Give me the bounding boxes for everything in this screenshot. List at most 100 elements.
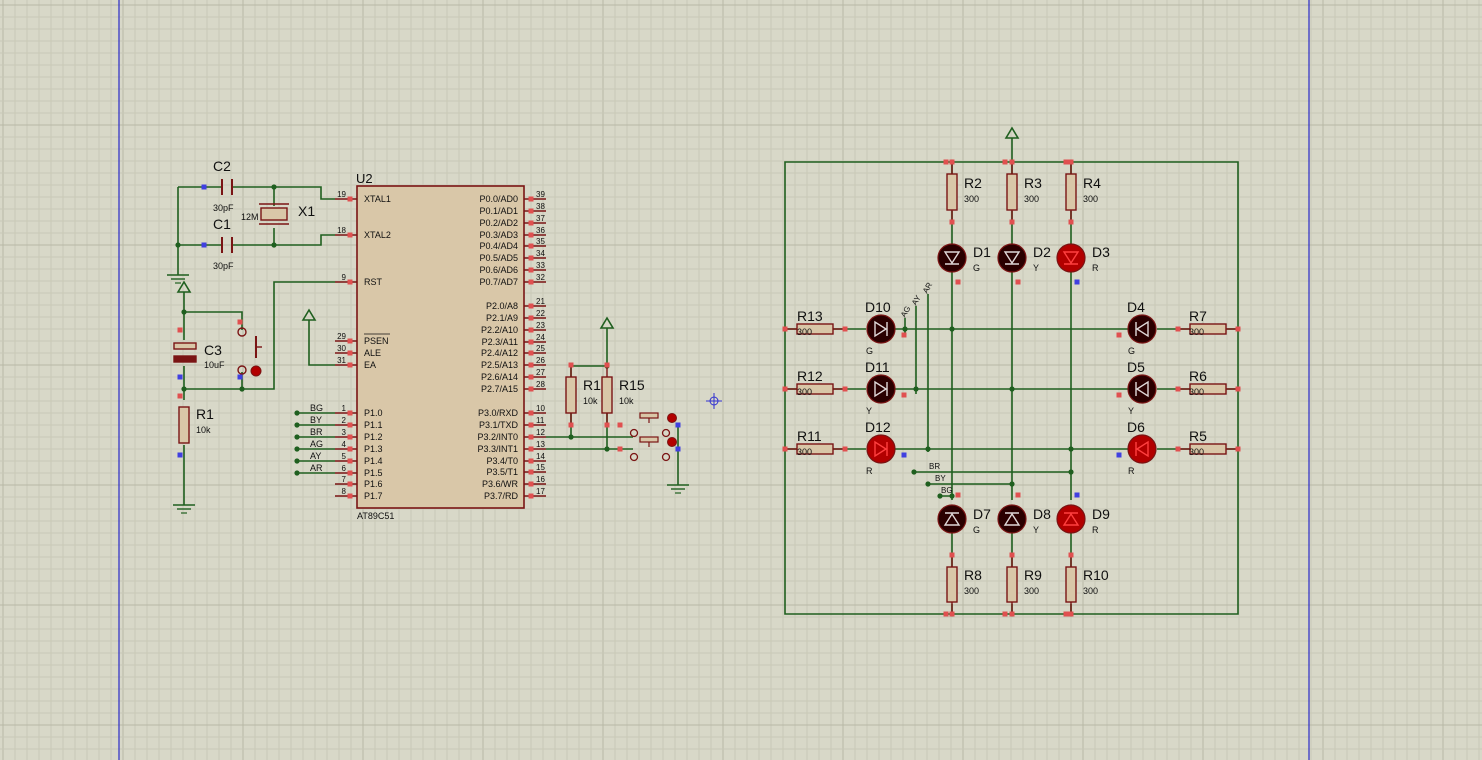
pin-name: P2.3/A11 — [482, 337, 518, 347]
pin-number: 30 — [337, 344, 346, 353]
pin-number: 18 — [337, 226, 346, 235]
crystal-ref: X1 — [298, 203, 315, 219]
pin-number: 5 — [342, 452, 347, 461]
resistor-value: 300 — [964, 586, 979, 596]
capacitor-ref: C2 — [213, 158, 231, 174]
pin-number: 27 — [536, 368, 545, 377]
pin-number: 38 — [536, 202, 545, 211]
pin-name: P3.4/T0 — [486, 456, 518, 466]
pin-number: 2 — [342, 416, 347, 425]
pin-name: P1.0 — [364, 408, 383, 418]
pin-name: P0.1/AD1 — [479, 206, 518, 216]
crystal-x1: X1 12M — [241, 203, 315, 225]
led-color-label: Y — [866, 406, 872, 416]
resistor-ref: R5 — [1189, 428, 1207, 444]
pin-number: 28 — [536, 380, 545, 389]
ground-icon — [167, 274, 189, 284]
mcu-ref: U2 — [356, 171, 373, 186]
pin-name: P2.2/A10 — [481, 325, 518, 335]
pin-name: P0.5/AD5 — [479, 253, 518, 263]
pin-name: P2.1/A9 — [486, 313, 518, 323]
led-ref: D6 — [1127, 419, 1145, 435]
pin-number: 17 — [536, 487, 545, 496]
resistor-value: 300 — [1024, 194, 1039, 204]
led-ref: D12 — [865, 419, 891, 435]
resistor-ref: R1 — [196, 406, 214, 422]
resistor-value: 300 — [1083, 194, 1098, 204]
resistor-value: 300 — [1189, 327, 1204, 337]
pin-name: P2.7/A15 — [481, 384, 518, 394]
led-d7: D7G — [937, 504, 991, 535]
resistor-value: 300 — [797, 387, 812, 397]
led-color-label: G — [1128, 346, 1135, 356]
pin-number: 21 — [536, 297, 545, 306]
led-color-label: R — [866, 466, 873, 476]
capacitor-ref: C1 — [213, 216, 231, 232]
pin-number: 33 — [536, 261, 545, 270]
led-color-label: G — [973, 263, 980, 273]
pin-name: P3.2/INT0 — [477, 432, 518, 442]
led-color-label: Y — [1128, 406, 1134, 416]
pin-name: PSEN — [364, 336, 389, 346]
resistor-ref: R3 — [1024, 175, 1042, 191]
p3-2-button[interactable] — [617, 412, 681, 438]
pin-name: P3.5/T1 — [486, 467, 518, 477]
cursor-crosshair-icon — [706, 393, 722, 409]
net-label-br: BR — [310, 427, 323, 437]
pin-name: P3.6/WR — [482, 479, 519, 489]
led-color-label: Y — [1033, 263, 1039, 273]
net-label-ar: AR — [310, 463, 323, 473]
pin-number: 36 — [536, 226, 545, 235]
net-label-by: BY — [935, 474, 946, 483]
led-ref: D5 — [1127, 359, 1145, 375]
resistor-ref: R13 — [797, 308, 823, 324]
pin-number: 35 — [536, 237, 545, 246]
resistor-value: 300 — [797, 447, 812, 457]
crystal-value: 12M — [241, 212, 259, 222]
pin-name: P0.7/AD7 — [479, 277, 518, 287]
led-color-label: G — [973, 525, 980, 535]
led-color-label: Y — [1033, 525, 1039, 535]
reset-pushbutton[interactable] — [237, 319, 263, 380]
pin-number: 34 — [536, 249, 545, 258]
pin-name: EA — [364, 360, 376, 370]
led-color-label: G — [866, 346, 873, 356]
capacitor-value: 10uF — [204, 360, 225, 370]
pin-name: XTAL1 — [364, 194, 391, 204]
resistor-value: 300 — [1189, 447, 1204, 457]
pin-name: P1.2 — [364, 432, 383, 442]
p3-3-button[interactable] — [617, 436, 681, 462]
pin-number: 15 — [536, 463, 545, 472]
pin-number: 11 — [536, 416, 545, 425]
pin-number: 31 — [337, 356, 346, 365]
pin-name: P0.6/AD6 — [479, 265, 518, 275]
pin-number: 39 — [536, 190, 545, 199]
net-label-by: BY — [310, 415, 322, 425]
led-color-label: R — [1092, 525, 1099, 535]
net-label-br: BR — [929, 462, 940, 471]
pin-name: P3.7/RD — [484, 491, 519, 501]
resistor-ref: R4 — [1083, 175, 1101, 191]
pin-number: 37 — [536, 214, 545, 223]
resistor-value: 300 — [797, 327, 812, 337]
resistor-value: 10k — [583, 396, 598, 406]
ground-icon — [173, 504, 195, 514]
pin-number: 22 — [536, 309, 545, 318]
led-d1: D1G — [937, 243, 991, 273]
led-d2: D2Y — [997, 243, 1051, 273]
resistor-value: 300 — [964, 194, 979, 204]
led-d6: D6R — [1127, 419, 1157, 476]
led-ref: D9 — [1092, 506, 1110, 522]
pin-number: 13 — [536, 440, 545, 449]
pin-number: 16 — [536, 475, 545, 484]
pin-number: 10 — [536, 404, 545, 413]
